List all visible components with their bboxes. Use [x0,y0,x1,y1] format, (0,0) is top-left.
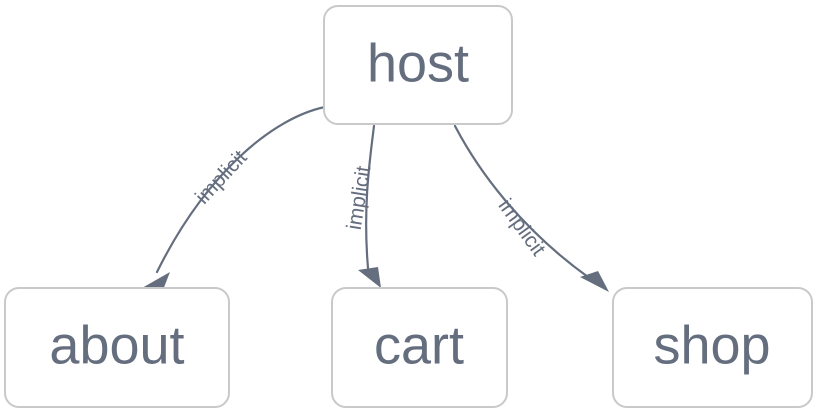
node-box-host [323,5,513,125]
arrowhead-shop [580,271,609,292]
edge-host-cart[interactable]: implicit [343,124,381,288]
node-about[interactable]: about [4,287,230,408]
node-box-cart [331,287,508,408]
node-cart[interactable]: cart [331,287,508,408]
edge-label-host-shop: implicit [494,195,550,261]
node-box-about [4,287,230,408]
node-label-host: host [367,33,469,93]
node-shop[interactable]: shop [612,287,813,408]
edge-host-about[interactable]: implicit [142,105,327,290]
edge-label-host-about: implicit [191,146,252,209]
node-label-about: about [49,315,184,375]
arrowhead-about [142,272,170,290]
edge-host-shop[interactable]: implicit [453,124,609,292]
edge-path-host-cart [365,124,376,270]
edge-label-host-cart: implicit [343,164,376,231]
node-host[interactable]: host [323,5,513,125]
node-label-shop: shop [653,315,770,375]
edge-path-host-about [155,105,327,274]
node-label-cart: cart [374,315,464,375]
edge-path-host-shop [453,124,590,279]
arrowhead-cart [358,267,381,288]
node-box-shop [612,287,813,408]
